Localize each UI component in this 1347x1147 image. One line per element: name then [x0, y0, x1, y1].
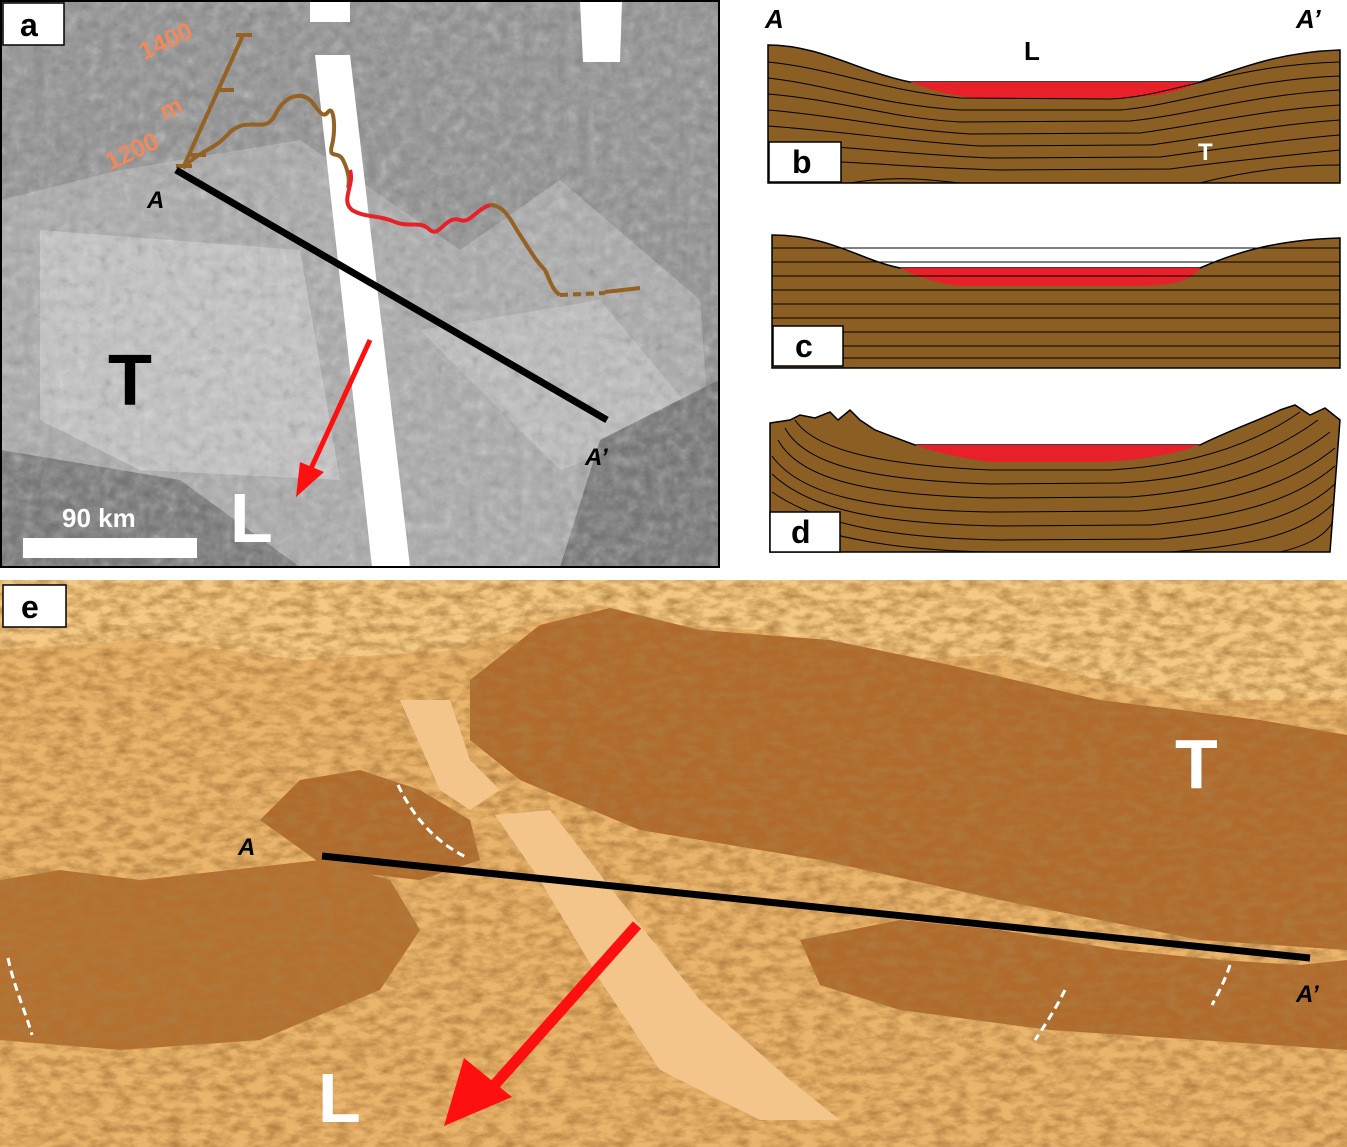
flow-arrow-head	[444, 1058, 512, 1126]
scale-bar-text: 90 km	[62, 503, 136, 533]
point-a-prime-label: A’	[1295, 981, 1319, 1008]
section-end-a: A	[764, 4, 784, 34]
profile-line-dashed	[559, 291, 606, 297]
panel-label-box-c	[772, 325, 844, 367]
panel-label-box-b	[768, 141, 842, 183]
section-terrain-label: T	[1198, 139, 1213, 166]
panel-label-b: b	[792, 144, 812, 180]
terrain-label: T	[1175, 725, 1218, 803]
section-lowland-label: L	[1024, 36, 1040, 66]
panel-c: c	[771, 234, 1341, 369]
elevation-scale	[176, 33, 252, 169]
panel-label-d: d	[791, 514, 811, 550]
data-gap-strip	[315, 55, 410, 567]
data-gap-strip-right	[580, 1, 622, 62]
panel-e: A A’ T L e	[0, 580, 1347, 1147]
flow-arrow-shaft	[305, 338, 373, 477]
lowland-fill	[900, 268, 1200, 286]
flow-arrow-head	[296, 462, 324, 497]
panel-label-e: e	[21, 589, 39, 625]
terrain-label: T	[108, 341, 152, 421]
strata-lines	[767, 61, 1341, 184]
cross-section-body	[769, 404, 1341, 553]
transect-line	[174, 166, 609, 424]
panel-a-border	[0, 0, 720, 568]
panel-label-box-e	[2, 584, 67, 628]
fault-lines	[6, 784, 1232, 1041]
point-a-label: A	[146, 187, 164, 214]
section-end-a-prime: A’	[1295, 4, 1321, 34]
lowland-label: L	[318, 1059, 361, 1137]
panel-label-box-d	[769, 511, 841, 553]
point-a-prime-label: A’	[584, 444, 608, 471]
flow-arrow-shaft	[485, 921, 642, 1094]
panel-a: 1400 m 1200 A A’ T L 90 km a	[1, 1, 719, 567]
profile-line-lowland	[345, 169, 491, 234]
data-gap-strip-north	[400, 700, 500, 810]
data-gap-strip-top	[310, 1, 350, 22]
panel-d: d	[769, 404, 1341, 553]
panel-label-box-a	[2, 2, 65, 46]
lowland-fill	[910, 82, 1200, 98]
point-a-label: A	[237, 834, 255, 861]
cross-section-body	[771, 234, 1341, 369]
panel-label-c: c	[795, 328, 813, 364]
lowland-fill	[915, 445, 1200, 462]
scale-bar	[23, 538, 197, 558]
strata-lines	[772, 247, 1340, 359]
panel-b: A A’ L T b	[764, 4, 1341, 184]
profile-line-upland	[181, 93, 351, 189]
profile-line-end	[604, 286, 641, 294]
panel-label-a: a	[20, 7, 38, 43]
lowland-label: L	[230, 479, 273, 557]
data-gap-strip	[495, 810, 840, 1120]
strata-lines	[771, 411, 1336, 553]
transect-line	[321, 852, 1311, 962]
profile-line-east	[489, 203, 562, 297]
